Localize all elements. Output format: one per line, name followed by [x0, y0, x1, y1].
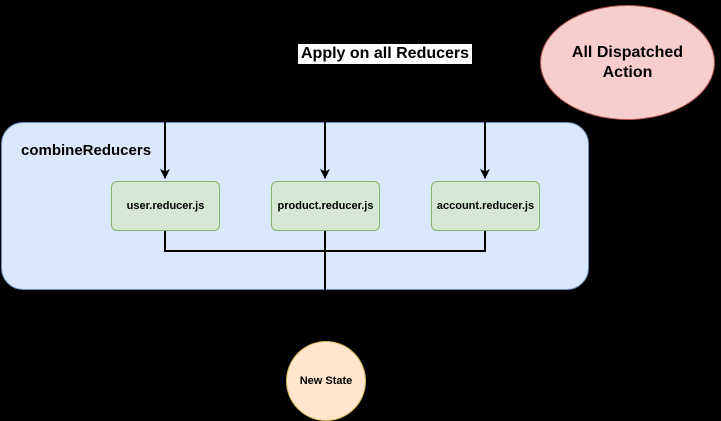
apply-on-all-reducers-label: Apply on all Reducers: [298, 44, 473, 64]
combine-reducers-label: combineReducers: [21, 142, 152, 159]
user-reducer-node: user.reducer.js: [111, 181, 220, 231]
all-dispatched-action-label: All Dispatched Action: [571, 43, 684, 81]
account-reducer-node: account.reducer.js: [431, 181, 540, 231]
new-state-node: New State: [286, 341, 366, 421]
product-reducer-node: product.reducer.js: [271, 181, 380, 231]
all-dispatched-action-node: All Dispatched Action: [540, 5, 715, 120]
